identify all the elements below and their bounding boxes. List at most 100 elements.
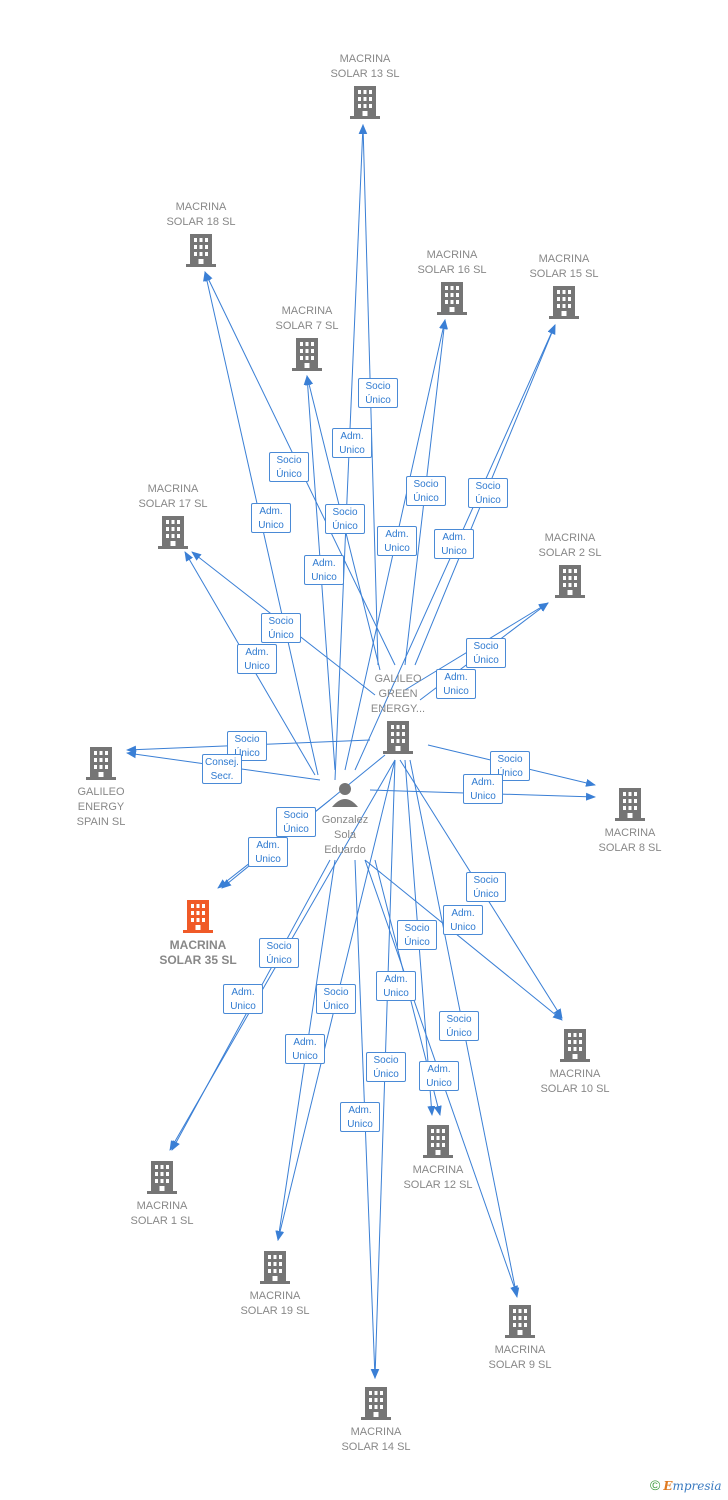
- role-box[interactable]: Adm. Unico: [377, 526, 417, 556]
- role-box-line: Adm.: [293, 1037, 317, 1048]
- building-icon-ms15[interactable]: [549, 286, 579, 319]
- role-box-line: Socio: [497, 754, 523, 765]
- role-box-line: Único: [475, 495, 501, 506]
- role-box-line: Unico: [443, 686, 469, 697]
- company-label-line: MACRINA: [350, 1426, 402, 1438]
- role-box-line: Único: [234, 748, 260, 759]
- building-icon-ms7[interactable]: [292, 338, 322, 371]
- role-box-line: Unico: [470, 791, 496, 802]
- role-box-line: Consej.: [205, 757, 239, 768]
- building-icon-ms10[interactable]: [560, 1029, 590, 1062]
- company-label-line: SOLAR 7 SL: [275, 320, 339, 332]
- copyright-icon: ©: [650, 1477, 661, 1493]
- company-label-line: SOLAR 2 SL: [538, 547, 602, 559]
- building-icon-ms12[interactable]: [423, 1125, 453, 1158]
- role-box[interactable]: Adm.Unico: [223, 984, 263, 1014]
- role-box-line: Único: [283, 824, 309, 835]
- role-box[interactable]: Consej. Secr.: [202, 754, 242, 784]
- building-icon-ms9[interactable]: [505, 1305, 535, 1338]
- role-box[interactable]: Adm.Unico: [443, 905, 483, 935]
- building-icon-ms16[interactable]: [437, 282, 467, 315]
- building-icon-ms19[interactable]: [260, 1251, 290, 1284]
- company-label-line: SOLAR 35 SL: [159, 953, 237, 967]
- role-box[interactable]: Adm.Unico: [332, 428, 372, 458]
- role-box[interactable]: Adm.Unico: [419, 1061, 459, 1091]
- building-icon-ms13[interactable]: [350, 86, 380, 119]
- company-label-line: SOLAR 17 SL: [138, 498, 208, 510]
- company-label-line: MACRINA: [281, 305, 333, 317]
- focus-building-icon[interactable]: [183, 900, 213, 933]
- role-box-line: Unico: [255, 854, 281, 865]
- building-icon-ms2[interactable]: [555, 565, 585, 598]
- role-box-line: Adm.: [385, 529, 409, 540]
- role-box[interactable]: Adm.Unico: [434, 529, 474, 559]
- building-icon-ms14[interactable]: [361, 1387, 391, 1420]
- role-box-line: Único: [365, 395, 391, 406]
- building-icon-ms18[interactable]: [186, 234, 216, 267]
- role-box[interactable]: Adm. Unico: [248, 837, 288, 867]
- role-box-line: Único: [473, 889, 499, 900]
- building-icon-ms8[interactable]: [615, 788, 645, 821]
- role-box-line: Socio: [365, 381, 391, 392]
- role-box-line: Secr.: [210, 771, 234, 782]
- building-icon-galileo_green[interactable]: [383, 721, 413, 754]
- role-box[interactable]: Adm.Unico: [304, 555, 344, 585]
- role-box-line: Adm.: [256, 840, 280, 851]
- role-box-line: Socio: [323, 987, 349, 998]
- role-box-line: Adm.: [259, 506, 283, 517]
- person-label-line: Gonzalez: [321, 814, 369, 826]
- role-box-line: Adm.: [231, 987, 255, 998]
- role-box-line: Adm.: [312, 558, 336, 569]
- brand-initial: E: [663, 1479, 673, 1493]
- person-icon[interactable]: [332, 783, 358, 807]
- role-box[interactable]: Adm.Unico: [285, 1034, 325, 1064]
- role-box-line: Unico: [384, 543, 410, 554]
- building-icon-ms1[interactable]: [147, 1161, 177, 1194]
- role-box-line: Unico: [339, 445, 365, 456]
- role-box-line: Adm.: [427, 1064, 451, 1075]
- building-icon-galileo_spain[interactable]: [86, 747, 116, 780]
- role-box-line: Adm.: [451, 908, 475, 919]
- role-box[interactable]: Adm.Unico: [340, 1102, 380, 1132]
- role-box[interactable]: Adm.Unico: [251, 503, 291, 533]
- role-box-line: Único: [497, 768, 523, 779]
- company-label-ms7[interactable]: MACRINA SOLAR 7 SL: [247, 304, 367, 334]
- role-box[interactable]: Adm.Unico: [376, 971, 416, 1001]
- role-box[interactable]: Adm.Unico: [436, 669, 476, 699]
- company-label-line: MACRINA: [426, 249, 478, 261]
- role-box[interactable]: Adm.Unico: [237, 644, 277, 674]
- role-box[interactable]: Adm.Unico: [463, 774, 503, 804]
- building-icon-ms17[interactable]: [158, 516, 188, 549]
